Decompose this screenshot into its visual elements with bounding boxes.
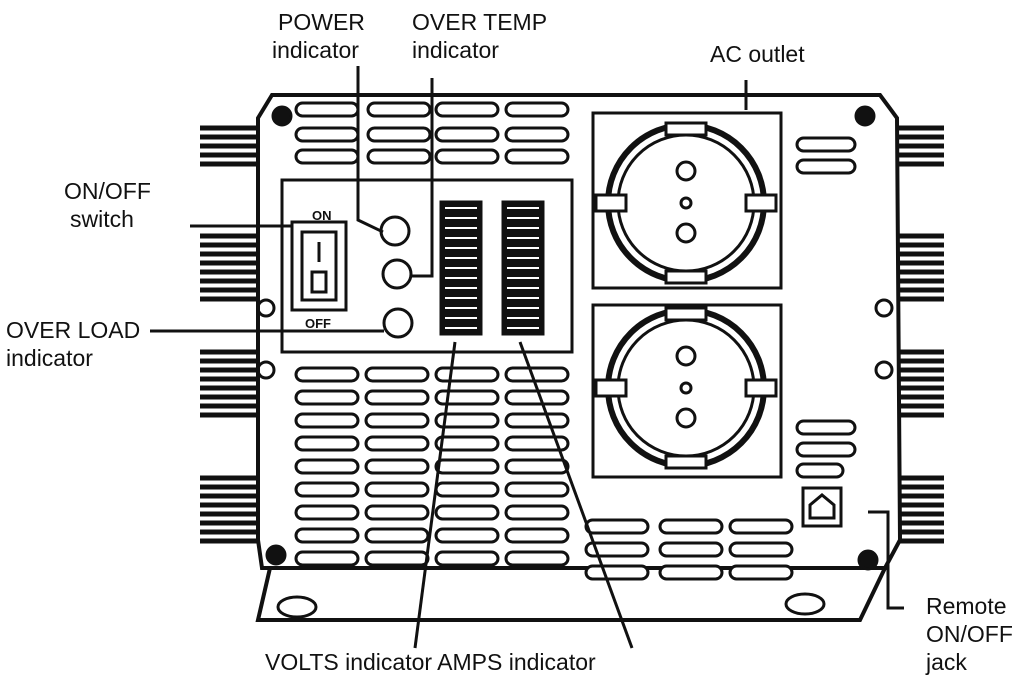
power-indicator-label: POWER indicator (272, 9, 365, 63)
remote-jack-icon (801, 486, 843, 528)
on-off-switch-label: ON/OFF switch (64, 178, 151, 232)
vent-slot (658, 564, 724, 581)
vent-slot (795, 462, 845, 479)
over-load-indicator-label: OVER LOAD indicator (6, 317, 141, 371)
vent-slot (366, 148, 432, 165)
vent-slot (294, 101, 360, 118)
vent-slot (504, 148, 570, 165)
vent-slot (504, 504, 570, 521)
vent-slot (504, 458, 570, 475)
vent-slot (728, 518, 794, 535)
base-foot-right (784, 592, 826, 616)
vent-slot (504, 101, 570, 118)
vent-slot (728, 564, 794, 581)
corner-screw (854, 105, 876, 127)
vent-slot (294, 504, 360, 521)
over-temp-indicator-label: OVER TEMP indicator (412, 9, 548, 63)
vent-slot (364, 389, 430, 406)
vent-slot (364, 504, 430, 521)
vent-slot (434, 550, 500, 567)
vent-slot (434, 504, 500, 521)
left-cooling-fins (200, 125, 258, 544)
vent-slot (584, 564, 650, 581)
corner-screw (265, 544, 287, 566)
over-temp-led-icon (381, 258, 413, 290)
vent-slot (658, 541, 724, 558)
vent-slot (504, 389, 570, 406)
vent-slot (504, 527, 570, 544)
corner-screw (271, 105, 293, 127)
vent-slot (364, 527, 430, 544)
vent-slot (504, 550, 570, 567)
vent-slot (658, 518, 724, 535)
vent-slot (364, 550, 430, 567)
vent-slot (504, 366, 570, 383)
vent-slot (795, 419, 857, 436)
switch-on-text: ON (312, 208, 332, 223)
vent-slot (294, 527, 360, 544)
base-foot-left (276, 595, 318, 619)
vent-slot (294, 435, 360, 452)
vent-slot (434, 412, 500, 429)
corner-screw (857, 549, 879, 571)
vent-slot (294, 481, 360, 498)
vent-slot (294, 148, 360, 165)
vent-slot (366, 126, 432, 143)
leader-lines (150, 66, 904, 649)
power-led-icon (379, 215, 411, 247)
vent-slot (294, 458, 360, 475)
vent-slot (294, 389, 360, 406)
switch-off-text: OFF (305, 316, 331, 331)
vent-slot (294, 550, 360, 567)
vent-slot (434, 101, 500, 118)
vent-slot (434, 435, 500, 452)
vent-slot (504, 412, 570, 429)
over-load-led-icon (382, 307, 414, 339)
rocker-mark-off (310, 270, 328, 294)
vent-slot (434, 389, 500, 406)
vent-slot (584, 518, 650, 535)
vent-slots (294, 101, 857, 581)
bar-meter (439, 200, 483, 336)
vent-slot (366, 101, 432, 118)
vent-slot (584, 541, 650, 558)
vent-slot (364, 435, 430, 452)
volts-amps-indicator-label: VOLTS indicator AMPS indicator (265, 649, 596, 675)
vent-slot (434, 458, 500, 475)
vent-slot (795, 158, 857, 175)
vent-slot (434, 527, 500, 544)
on-off-rocker (300, 230, 338, 302)
vent-slot (795, 441, 857, 458)
right-cooling-fins (897, 125, 944, 544)
vent-slot (504, 435, 570, 452)
bar-meter (501, 200, 545, 336)
vent-slot (504, 481, 570, 498)
vent-slot (364, 412, 430, 429)
vent-slot (294, 412, 360, 429)
mount-hole (256, 298, 276, 318)
vent-slot (434, 366, 500, 383)
vent-slot (728, 541, 794, 558)
vent-slot (364, 366, 430, 383)
mount-hole (256, 360, 276, 380)
vent-slot (434, 126, 500, 143)
ac-outlet-label: AC outlet (710, 41, 805, 67)
mount-hole (874, 298, 894, 318)
vent-slot (434, 148, 500, 165)
remote-jack-label: Remote ON/OFF jack (926, 593, 1013, 675)
vent-slot (795, 136, 857, 153)
vent-slot (434, 481, 500, 498)
schuko-socket-icon (591, 111, 783, 290)
mount-hole (874, 360, 894, 380)
vent-slot (294, 366, 360, 383)
vent-slot (364, 481, 430, 498)
schuko-socket-icon (591, 303, 783, 479)
vent-slot (504, 126, 570, 143)
vent-slot (364, 458, 430, 475)
vent-slot (294, 126, 360, 143)
